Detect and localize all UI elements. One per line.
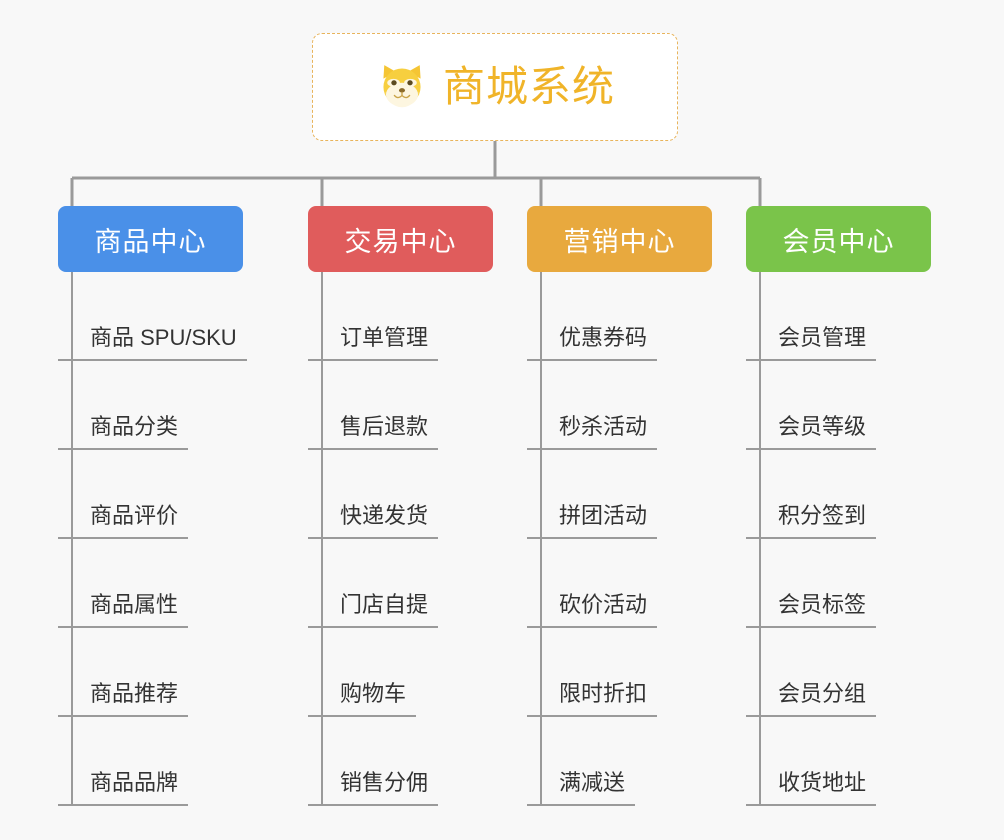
leaf-item[interactable]: 商品分类 [58,361,243,450]
leaf-item[interactable]: 秒杀活动 [527,361,712,450]
leaf-item[interactable]: 会员等级 [746,361,931,450]
leaf-item[interactable]: 优惠券码 [527,272,712,361]
leaf-item[interactable]: 售后退款 [308,361,493,450]
leaf-item[interactable]: 购物车 [308,628,493,717]
leaf-item[interactable]: 收货地址 [746,717,931,806]
trunk-line [759,272,761,806]
leaf-item-label: 商品推荐 [58,683,189,717]
leaf-item[interactable]: 快递发货 [308,450,493,539]
leaf-item[interactable]: 砍价活动 [527,539,712,628]
leaf-item-label: 会员标签 [746,594,877,628]
category-header-label: 商品中心 [94,226,207,257]
leaf-item[interactable]: 满减送 [527,717,712,806]
leaf-item[interactable]: 会员分组 [746,628,931,717]
leaf-item[interactable]: 销售分佣 [308,717,493,806]
leaf-item-label: 会员管理 [746,327,877,361]
leaf-item-label: 积分签到 [746,505,877,539]
category-header-trade-center[interactable]: 交易中心 [308,206,493,272]
category-column-product-center: 商品中心商品 SPU/SKU 商品分类商品评价商品属性商品推荐商品品牌 [58,206,247,806]
category-column-marketing-center: 营销中心优惠券码秒杀活动拼团活动砍价活动限时折扣满减送 [527,206,712,806]
leaf-item-label: 会员等级 [746,416,877,450]
leaf-list-member-center: 会员管理会员等级积分签到会员标签会员分组收货地址 [746,272,931,806]
leaf-item[interactable]: 积分签到 [746,450,931,539]
leaf-item-label: 销售分佣 [308,772,439,806]
leaf-item-label: 订单管理 [308,327,439,361]
leaf-item[interactable]: 商品品牌 [58,717,243,806]
leaf-item[interactable]: 会员管理 [746,272,931,361]
shiba-dog-face-icon [375,60,429,114]
leaf-item-label: 商品分类 [58,416,189,450]
category-header-label: 交易中心 [344,226,457,257]
leaf-item[interactable]: 商品 SPU/SKU [58,272,247,361]
leaf-item[interactable]: 会员标签 [746,539,931,628]
category-header-label: 营销中心 [563,226,676,257]
leaf-list-trade-center: 订单管理售后退款快递发货门店自提购物车销售分佣 [308,272,493,806]
leaf-item[interactable]: 限时折扣 [527,628,712,717]
leaf-item-label: 商品属性 [58,594,189,628]
category-header-label: 会员中心 [782,226,895,257]
category-column-member-center: 会员中心会员管理会员等级积分签到会员标签会员分组收货地址 [746,206,931,806]
leaf-item-label: 秒杀活动 [527,416,658,450]
category-header-member-center[interactable]: 会员中心 [746,206,931,272]
leaf-item-label: 门店自提 [308,594,439,628]
trunk-line [71,272,73,806]
leaf-item-label: 优惠券码 [527,327,658,361]
leaf-item-label: 商品评价 [58,505,189,539]
leaf-item-label: 拼团活动 [527,505,658,539]
category-header-product-center[interactable]: 商品中心 [58,206,243,272]
leaf-item-label: 收货地址 [746,772,877,806]
category-header-marketing-center[interactable]: 营销中心 [527,206,712,272]
leaf-item-label: 快递发货 [308,505,439,539]
leaf-list-marketing-center: 优惠券码秒杀活动拼团活动砍价活动限时折扣满减送 [527,272,712,806]
trunk-line [321,272,323,806]
leaf-item-label: 商品品牌 [58,772,189,806]
category-column-trade-center: 交易中心订单管理售后退款快递发货门店自提购物车销售分佣 [308,206,493,806]
leaf-item[interactable]: 商品评价 [58,450,243,539]
leaf-item[interactable]: 拼团活动 [527,450,712,539]
leaf-list-product-center: 商品 SPU/SKU 商品分类商品评价商品属性商品推荐商品品牌 [58,272,247,806]
leaf-item-label: 购物车 [308,683,417,717]
leaf-item[interactable]: 订单管理 [308,272,493,361]
root-title: 商城系统 [442,63,615,110]
root-node[interactable]: 商城系统 [312,33,678,141]
leaf-item-label: 限时折扣 [527,683,658,717]
leaf-item-label: 会员分组 [746,683,877,717]
leaf-item[interactable]: 商品属性 [58,539,243,628]
leaf-item-label: 满减送 [527,772,636,806]
leaf-item[interactable]: 门店自提 [308,539,493,628]
leaf-item[interactable]: 商品推荐 [58,628,243,717]
leaf-item-label: 商品 SPU/SKU [58,327,247,361]
leaf-item-label: 砍价活动 [527,594,658,628]
trunk-line [540,272,542,806]
leaf-item-label: 售后退款 [308,416,439,450]
